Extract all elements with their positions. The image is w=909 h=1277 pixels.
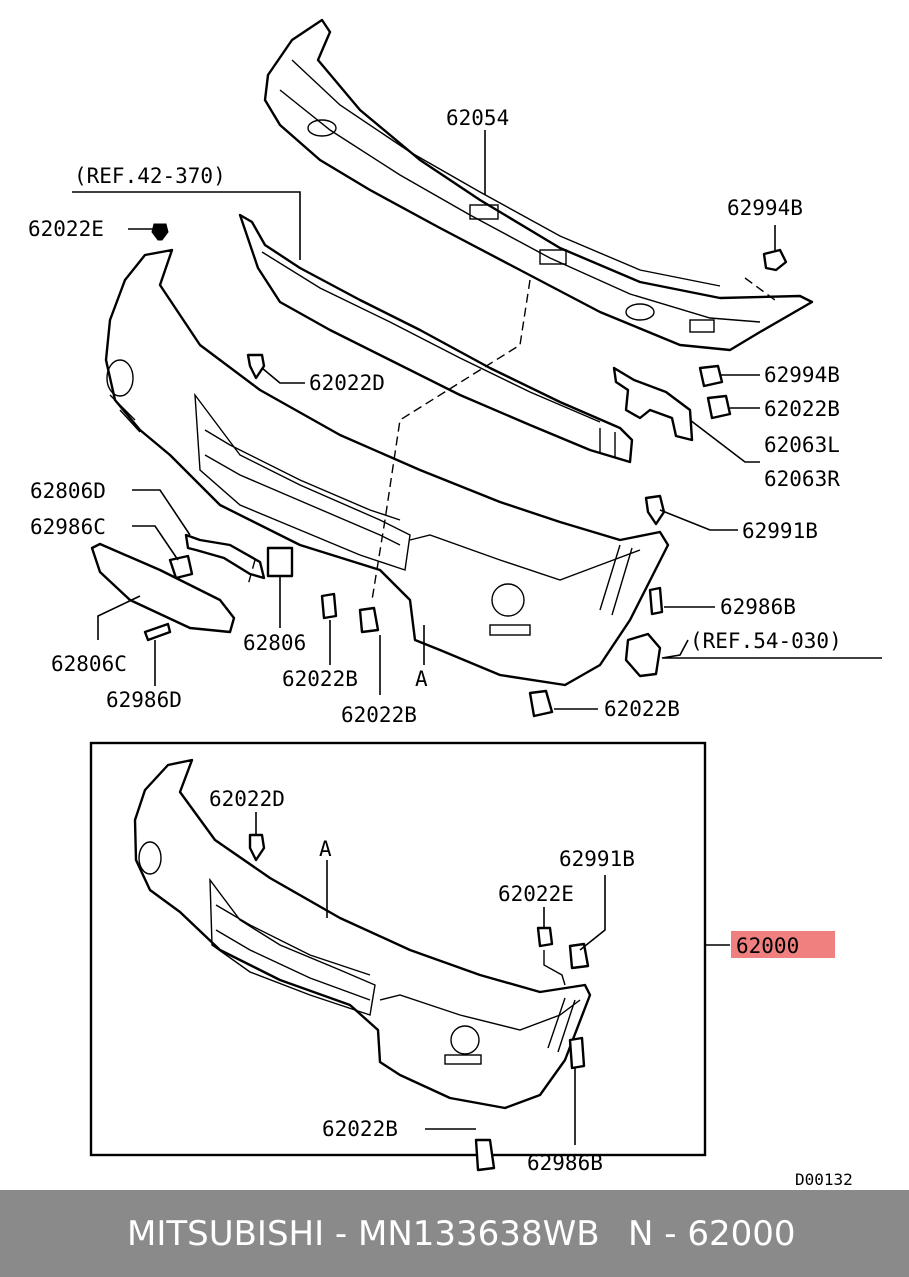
label-62806D: 62806D bbox=[30, 479, 106, 503]
leader-lines-box bbox=[255, 812, 730, 1145]
footer-brand-part: MITSUBISHI - MN133638WB bbox=[127, 1214, 600, 1254]
label-ref-42-370: (REF.42-370) bbox=[74, 164, 226, 188]
label-62022B-right: 62022B bbox=[764, 397, 840, 421]
label-A: A bbox=[415, 667, 428, 691]
label-62994B: 62994B bbox=[764, 363, 840, 387]
label-box-62022B: 62022B bbox=[322, 1117, 398, 1141]
label-62022B-3: 62022B bbox=[604, 697, 680, 721]
label-ref-54-030: (REF.54-030) bbox=[690, 629, 842, 653]
label-62994B-top: 62994B bbox=[727, 196, 803, 220]
footer-ref: N - 62000 bbox=[628, 1214, 796, 1254]
label-62063R: 62063R bbox=[764, 467, 840, 491]
footer-bar: MITSUBISHI - MN133638WB N - 62000 bbox=[0, 1190, 909, 1277]
label-box-62991B: 62991B bbox=[559, 847, 635, 871]
label-62063L: 62063L bbox=[764, 433, 840, 457]
label-box-62986B: 62986B bbox=[527, 1151, 603, 1175]
label-box-62022E: 62022E bbox=[498, 882, 574, 906]
label-62986D: 62986D bbox=[106, 688, 182, 712]
highlight-62000 bbox=[731, 931, 835, 958]
label-62000: 62000 bbox=[736, 934, 799, 958]
part-labels: 62054 (REF.42-370) 62022E 62994B 62022D … bbox=[28, 106, 853, 1189]
label-62806: 62806 bbox=[243, 631, 306, 655]
fasteners-upper bbox=[143, 223, 788, 718]
brackets bbox=[184, 366, 694, 678]
label-62806C: 62806C bbox=[51, 652, 127, 676]
label-62022E: 62022E bbox=[28, 217, 104, 241]
diagram-code: D00132 bbox=[795, 1170, 853, 1189]
label-box-A: A bbox=[319, 837, 332, 861]
front-bumper-main bbox=[104, 248, 670, 687]
label-62986C: 62986C bbox=[30, 515, 106, 539]
label-62022B-2: 62022B bbox=[341, 703, 417, 727]
label-62991B: 62991B bbox=[742, 519, 818, 543]
label-62986B: 62986B bbox=[720, 595, 796, 619]
front-bumper-assembly bbox=[133, 758, 592, 1172]
parts-diagram: 62054 (REF.42-370) 62022E 62994B 62022D … bbox=[28, 18, 882, 1189]
label-box-62022D: 62022D bbox=[209, 787, 285, 811]
lower-reinforcement bbox=[238, 213, 634, 464]
plate-bracket-62806C bbox=[90, 542, 236, 634]
leader-lines-upper bbox=[72, 130, 882, 710]
reinforcement-62054 bbox=[263, 18, 814, 352]
label-62022D: 62022D bbox=[309, 371, 385, 395]
label-62022B-1: 62022B bbox=[282, 667, 358, 691]
assembly-box bbox=[89, 741, 707, 1157]
label-62054: 62054 bbox=[446, 106, 509, 130]
